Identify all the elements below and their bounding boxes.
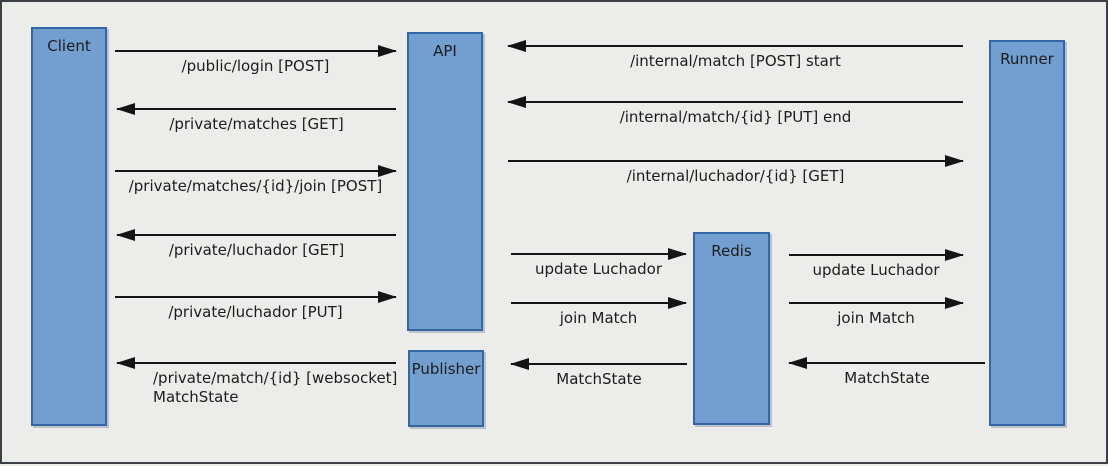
arrow-line — [117, 234, 396, 236]
arrow-label-group: /internal/match/{id} [PUT] end — [508, 108, 963, 127]
arrow-label-group: /private/match/{id} [websocket]MatchStat… — [117, 369, 398, 407]
node-label-redis: Redis — [711, 242, 752, 260]
arrowhead-right-icon — [945, 249, 964, 261]
arrowhead-left-icon — [510, 358, 529, 370]
arrow-label-group: MatchState — [789, 369, 985, 388]
arrowhead-left-icon — [507, 40, 526, 52]
arrowhead-right-icon — [378, 45, 397, 57]
arrow-label: join Match — [837, 309, 915, 327]
arrow-label: join Match — [559, 309, 638, 327]
node-redis: Redis — [693, 232, 770, 425]
arrow-label: update Luchador — [812, 261, 940, 279]
arrow-label: MatchState — [844, 369, 930, 387]
arrowhead-right-icon — [668, 297, 687, 309]
arrowhead-left-icon — [788, 357, 807, 369]
arrow-line — [511, 302, 686, 304]
arrow-label-group: /private/matches/{id}/join [POST] — [115, 177, 396, 196]
arrow-label-group: update Luchador — [789, 261, 963, 280]
node-client: Client — [31, 27, 107, 426]
arrowhead-left-icon — [507, 96, 526, 108]
node-label-runner: Runner — [1000, 50, 1054, 68]
arrow-label-group: /public/login [POST] — [115, 57, 396, 76]
node-publisher: Publisher — [408, 350, 484, 427]
arrow-label: /private/matches [GET] — [169, 115, 344, 133]
arrowhead-left-icon — [116, 103, 135, 115]
arrow-label-group: update Luchador — [511, 260, 686, 279]
arrowhead-right-icon — [945, 155, 964, 167]
arrow-label: /private/match/{id} [websocket] — [153, 369, 398, 387]
arrow-label: /internal/match/{id} [PUT] end — [619, 108, 852, 126]
arrow-label-group: join Match — [511, 309, 686, 328]
arrow-label: /private/matches/{id}/join [POST] — [128, 177, 383, 195]
arrow-label-group: /private/luchador [PUT] — [115, 303, 396, 322]
arrow-label: /private/luchador [GET] — [168, 241, 345, 259]
arrowhead-right-icon — [378, 165, 397, 177]
node-runner: Runner — [989, 40, 1065, 426]
arrow-line — [789, 362, 985, 364]
arrowhead-left-icon — [116, 229, 135, 241]
arrowhead-right-icon — [945, 297, 964, 309]
arrow-label: /public/login [POST] — [181, 57, 330, 75]
arrow-line — [789, 254, 963, 256]
node-label-publisher: Publisher — [411, 360, 481, 378]
node-label-client: Client — [47, 37, 91, 55]
arrow-line — [508, 45, 963, 47]
arrow-label-group: /internal/luchador/{id} [GET] — [508, 167, 963, 186]
arrow-label: update Luchador — [534, 260, 663, 278]
arrowhead-right-icon — [668, 248, 687, 260]
arrow-line — [511, 253, 686, 255]
arrow-line — [115, 170, 396, 172]
node-api: API — [407, 32, 483, 331]
arrow-label-group: MatchState — [511, 370, 687, 389]
arrow-line — [115, 50, 396, 52]
arrow-line — [508, 160, 963, 162]
arrow-label: /internal/luchador/{id} [GET] — [626, 167, 845, 185]
arrow-line — [511, 363, 687, 365]
arrow-label-group: /private/matches [GET] — [117, 115, 396, 134]
arrow-label-group: /internal/match [POST] start — [508, 52, 963, 71]
arrow-label-group: join Match — [789, 309, 963, 328]
arrow-line — [508, 101, 963, 103]
arrow-line — [115, 296, 396, 298]
arrow-label: /private/luchador [PUT] — [168, 303, 343, 321]
arrow-label-line2: MatchState — [153, 388, 239, 406]
arrow-label: MatchState — [556, 370, 642, 388]
node-label-api: API — [433, 42, 457, 60]
arrowhead-left-icon — [116, 357, 135, 369]
arrowhead-right-icon — [378, 291, 397, 303]
arrow-label-group: /private/luchador [GET] — [117, 241, 396, 260]
arrow-line — [117, 362, 396, 364]
arrow-line — [117, 108, 396, 110]
arrow-label: /internal/match [POST] start — [630, 52, 841, 70]
arrow-line — [789, 302, 963, 304]
